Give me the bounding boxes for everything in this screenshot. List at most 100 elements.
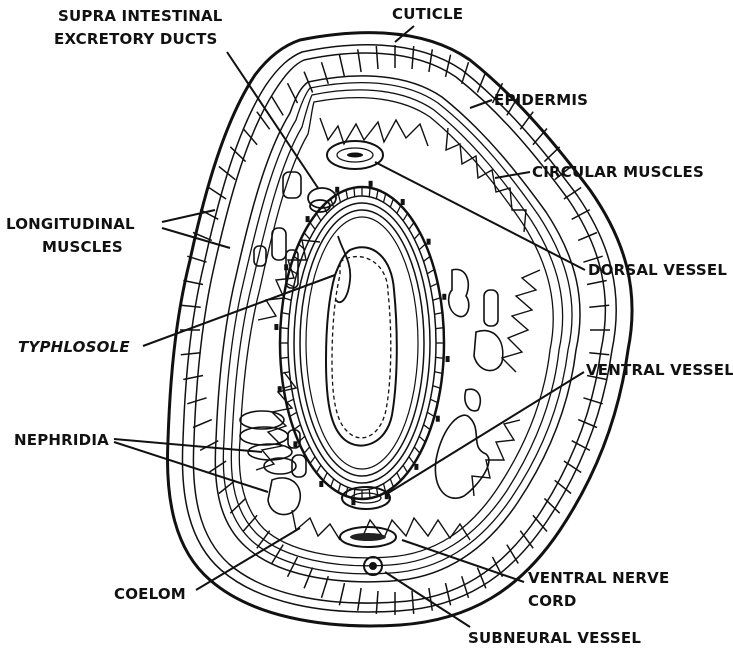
epidermis-cell-divider: [477, 568, 486, 589]
leader-lines: [114, 26, 585, 627]
intestine-cell-divider: [282, 372, 290, 374]
intestine-cell-divider: [397, 205, 401, 213]
intestine-cell-divider: [294, 425, 301, 430]
epidermis-cell-divider: [429, 49, 432, 72]
epidermis-cell-divider: [589, 305, 609, 307]
intestine-cell-divider: [409, 222, 414, 229]
intestine-cell-divider: [316, 465, 321, 473]
intestine-marker: [446, 356, 450, 362]
intestine: [274, 181, 449, 505]
intestine-cell-divider: [414, 233, 420, 239]
intestine-cell-divider: [346, 190, 348, 199]
epidermis-cell-divider: [358, 588, 361, 611]
epidermis-cell-divider: [193, 420, 212, 428]
intestine-cell-divider: [304, 233, 310, 239]
intestine-cell-divider: [397, 473, 401, 481]
intestine-cell-divider: [435, 313, 443, 315]
intestine-marker: [369, 181, 373, 187]
ventral-nerve-cord: [340, 527, 396, 547]
epidermis-cell-divider: [520, 531, 533, 549]
epidermis-cell-divider: [544, 147, 559, 162]
intestine-marker: [293, 441, 297, 447]
epidermis-cell-divider: [181, 353, 201, 355]
body-wall: [167, 33, 632, 626]
epidermis-cell-divider: [272, 97, 284, 116]
intestine-cell-divider: [430, 399, 437, 402]
dorsal-vessel: [327, 141, 383, 169]
epidermis-cell-divider: [376, 46, 378, 69]
epidermis-cell-divider: [288, 83, 298, 103]
epidermis-cell-divider: [462, 62, 469, 84]
intestine-cell-divider: [390, 479, 393, 487]
label-epidermis: EPIDERMIS: [494, 91, 588, 109]
intestine-marker: [436, 416, 440, 422]
intestine-cell-divider: [427, 270, 434, 274]
intestine-cell-divider: [284, 386, 292, 389]
intestine-cell-divider: [369, 188, 370, 197]
label-circular-muscles: CIRCULAR MUSCLES: [532, 163, 704, 181]
label-ventral-vessel: VENTRAL VESSEL: [586, 361, 733, 379]
intestine-cell-divider: [384, 194, 386, 203]
intestine-cell-divider: [304, 447, 310, 453]
intestine-cell-divider: [338, 484, 340, 493]
intestine-marker: [414, 464, 418, 470]
intestine-cell-divider: [430, 283, 437, 286]
epidermis-cell-divider: [572, 210, 590, 220]
intestine-cell-divider: [338, 194, 340, 203]
intestine-cell-divider: [390, 199, 393, 207]
intestine-cell-divider: [323, 473, 327, 481]
intestine-cell-divider: [435, 372, 443, 374]
epidermis-cell-divider: [288, 557, 298, 577]
intestine-cell-divider: [354, 489, 355, 498]
label-nephridia: NEPHRIDIA: [14, 431, 109, 449]
intestine-cell-divider: [403, 213, 408, 221]
intestine-cell-divider: [280, 328, 288, 329]
intestine-cell-divider: [424, 425, 431, 430]
epidermis-cells: [180, 45, 610, 615]
label-typhlosole: TYPHLOSOLE: [18, 338, 130, 356]
epidermis-cell-divider: [412, 591, 414, 614]
epidermis-cell-divider: [181, 305, 201, 307]
epidermis-cell-divider: [339, 55, 344, 77]
epidermis-cell-divider: [376, 591, 378, 614]
intestine-cell-divider: [280, 357, 288, 358]
intestine-cell-divider: [376, 190, 378, 199]
intestine-cell-divider: [436, 328, 444, 329]
epidermis-cell-divider: [187, 398, 206, 404]
intestine-marker: [274, 324, 278, 330]
intestine-cell-divider: [331, 479, 334, 487]
epidermis-cell-divider: [219, 480, 235, 493]
intestine-marker: [335, 187, 339, 193]
label-ventral-nerve: VENTRAL NERVE: [528, 569, 669, 587]
label-muscles: MUSCLES: [42, 238, 123, 256]
intestine-cell-divider: [354, 188, 355, 197]
label-excretory-ducts: EXCRETORY DUCTS: [54, 30, 218, 48]
intestine-cell-divider: [282, 313, 290, 315]
intestine-cell-divider: [433, 386, 441, 389]
epidermis-cell-divider: [533, 129, 547, 145]
label-cuticle: CUTICLE: [392, 5, 463, 23]
intestine-cell-divider: [419, 436, 425, 442]
epidermis-cell-divider: [322, 62, 329, 84]
intestine-cell-divider: [414, 447, 420, 453]
epidermis-cell-divider: [555, 480, 571, 493]
intestine-cell-divider: [286, 399, 293, 402]
intestine-marker: [278, 386, 282, 392]
intestine-cell-divider: [290, 270, 297, 274]
intestine-cell-divider: [427, 412, 434, 416]
label-subneural-vessel: SUBNEURAL VESSEL: [468, 629, 641, 647]
intestine-cell-divider: [419, 244, 425, 250]
intestine-lumen: [326, 247, 397, 445]
epidermis-cell-divider: [257, 531, 270, 549]
intestine-cell-divider: [403, 465, 408, 473]
label-longitudinal: LONGITUDINAL: [6, 215, 135, 233]
intestine-marker: [306, 216, 310, 222]
intestine-marker: [427, 239, 431, 245]
label-coelom: COELOM: [114, 585, 186, 603]
intestine-cell-divider: [436, 357, 444, 358]
intestine-cell-divider: [310, 222, 315, 229]
epidermis-cell-divider: [583, 398, 602, 404]
intestine-marker: [442, 294, 446, 300]
intestine-marker: [401, 199, 405, 205]
